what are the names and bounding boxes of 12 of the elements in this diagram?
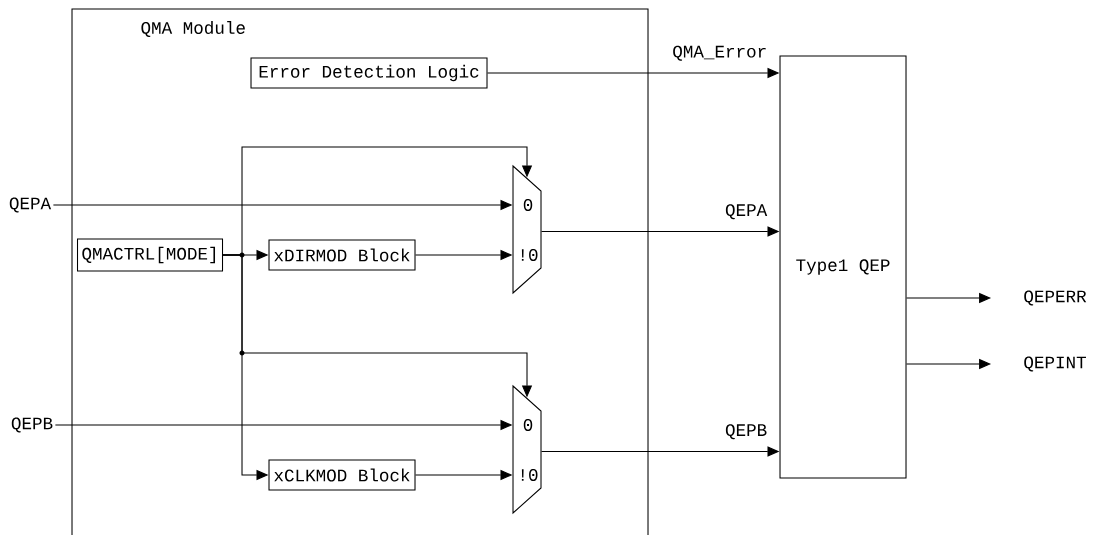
qep-box: Type1 QEP xyxy=(779,55,907,479)
block-box: xCLKMOD Block xyxy=(268,459,416,491)
output-label: QEPERR xyxy=(1024,290,1087,306)
block-box: xDIRMOD Block xyxy=(268,239,416,271)
edge-label: QEPB xyxy=(725,424,767,440)
signal-label: QEPA xyxy=(9,197,52,213)
logic-box: Error Detection Logic xyxy=(250,57,488,89)
signal-label: QEPB xyxy=(11,417,53,433)
output-label: QEPINT xyxy=(1024,356,1086,372)
register-box: QMACTRL[MODE] xyxy=(77,238,224,272)
edge-label: QEPA xyxy=(725,204,768,220)
edge-label: QMA_Error xyxy=(673,45,766,61)
